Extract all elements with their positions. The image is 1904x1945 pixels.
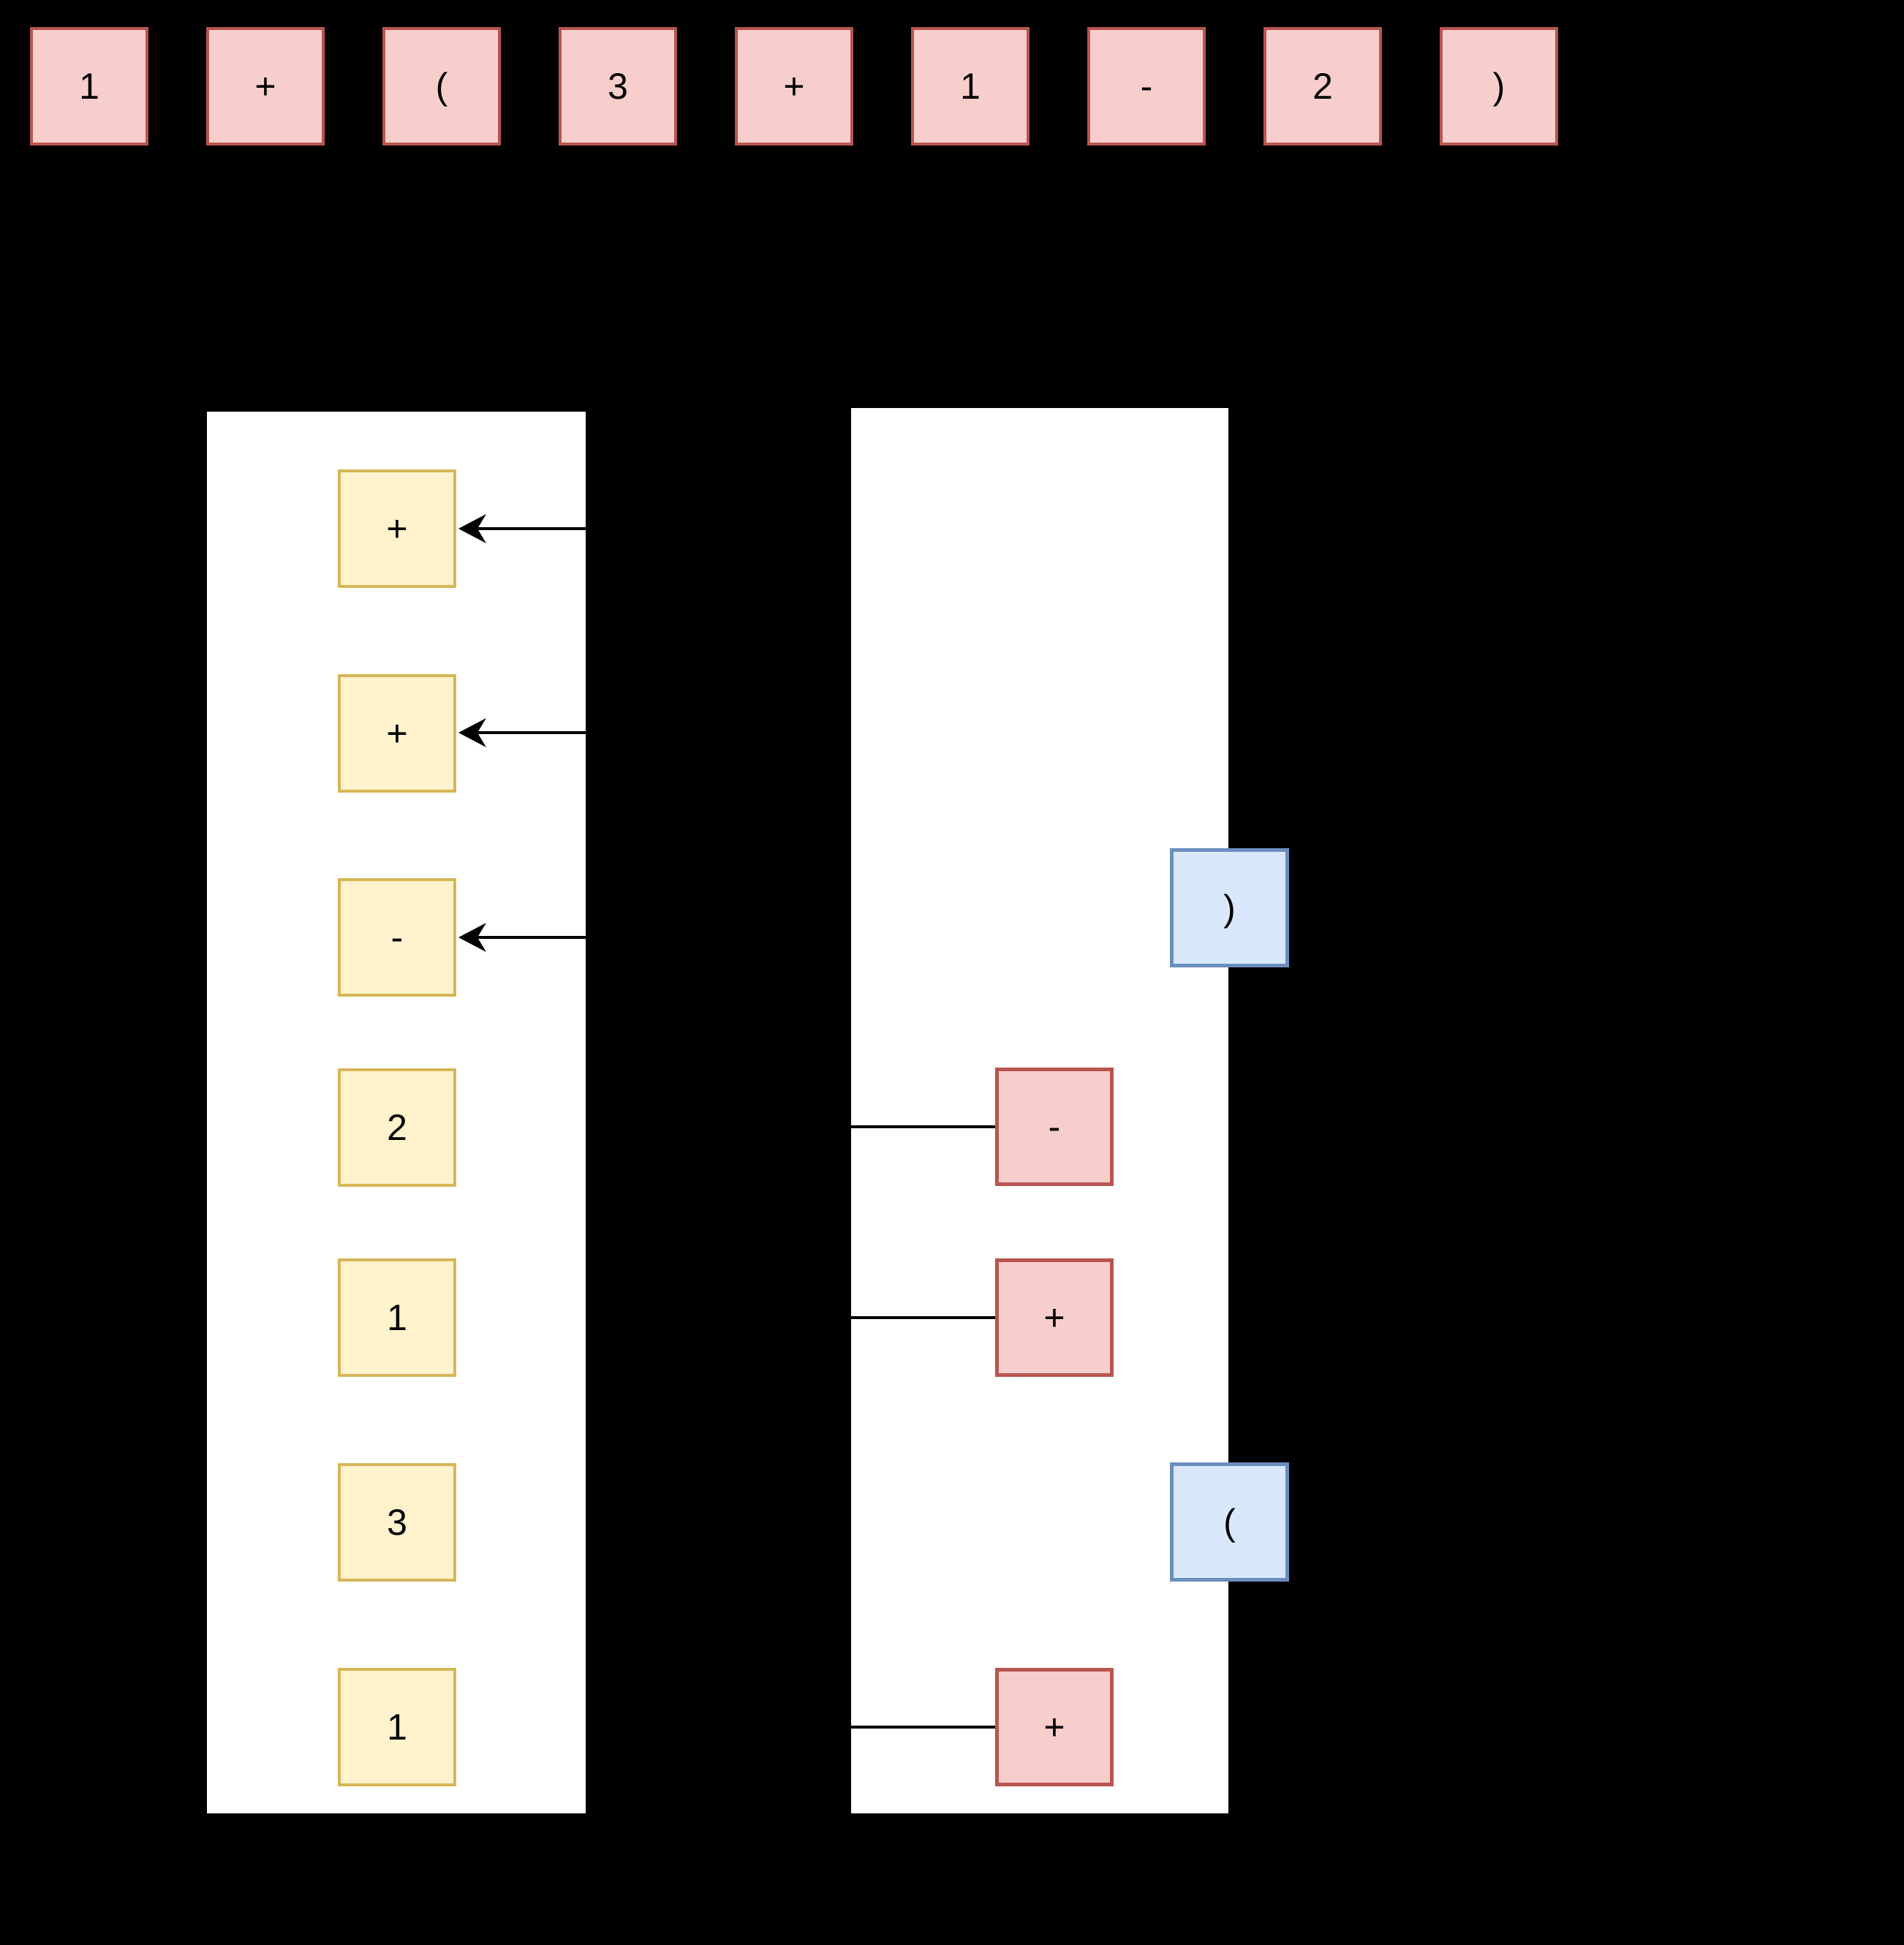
- token-box: +: [206, 27, 325, 146]
- output-stack-box: 1: [338, 1258, 456, 1377]
- token-box: 3: [559, 27, 677, 146]
- token-label: 3: [608, 66, 628, 107]
- token-label: -: [1140, 66, 1153, 107]
- token-box: 2: [1263, 27, 1382, 146]
- output-stack-label: 1: [387, 1707, 407, 1748]
- token-box: 1: [911, 27, 1030, 146]
- operator-label: +: [1043, 1707, 1065, 1748]
- paren-label: (: [1223, 1501, 1236, 1543]
- output-stack-box: +: [338, 469, 456, 588]
- token-box: (: [382, 27, 501, 146]
- output-stack-label: 2: [387, 1107, 407, 1148]
- operator-box: +: [995, 1258, 1114, 1377]
- paren-box: ): [1170, 848, 1289, 967]
- token-label: 1: [79, 66, 99, 107]
- token-label: ): [1492, 66, 1506, 107]
- token-label: +: [783, 66, 805, 107]
- output-stack-box: 3: [338, 1463, 456, 1582]
- output-stack-label: -: [390, 917, 404, 958]
- output-stack-label: 3: [387, 1502, 407, 1543]
- output-stack-label: 1: [387, 1297, 407, 1338]
- token-box: -: [1087, 27, 1206, 146]
- output-stack-box: 1: [338, 1668, 456, 1786]
- output-stack-box: +: [338, 674, 456, 793]
- paren-box: (: [1170, 1462, 1289, 1582]
- output-stack-box: -: [338, 878, 456, 997]
- operator-label: +: [1043, 1297, 1065, 1338]
- output-stack-box: 2: [338, 1068, 456, 1187]
- token-label: (: [435, 66, 448, 107]
- token-label: +: [254, 66, 276, 107]
- operator-box: +: [995, 1668, 1114, 1786]
- token-box: +: [735, 27, 853, 146]
- token-box: ): [1440, 27, 1558, 146]
- output-stack-label: +: [386, 713, 408, 754]
- operator-label: -: [1048, 1106, 1061, 1147]
- paren-label: ): [1223, 887, 1236, 929]
- token-label: 2: [1312, 66, 1333, 107]
- token-label: 1: [960, 66, 981, 107]
- token-box: 1: [30, 27, 148, 146]
- operator-box: -: [995, 1068, 1114, 1186]
- output-stack-label: +: [386, 508, 408, 549]
